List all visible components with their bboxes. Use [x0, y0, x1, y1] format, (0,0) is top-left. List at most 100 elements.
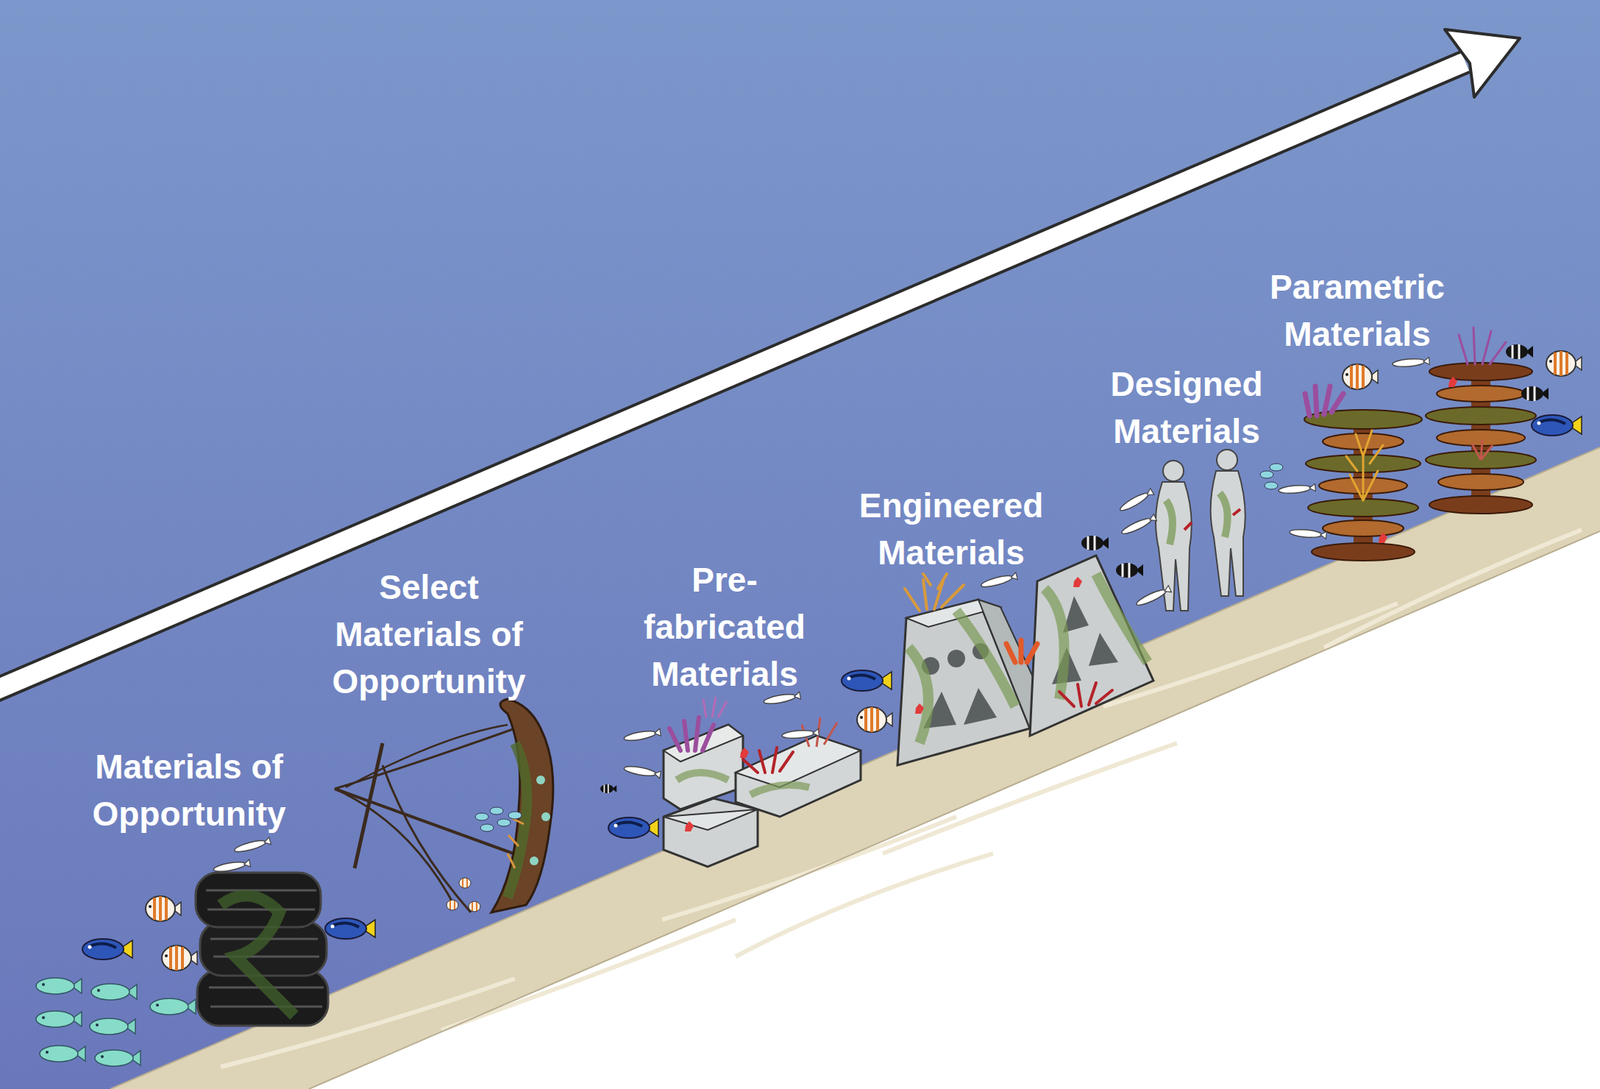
engineered-blocks-part: [963, 687, 997, 725]
parametric-columns-part: [1436, 385, 1525, 402]
parametric-columns-part: [1429, 362, 1533, 381]
shipwreck-part: [529, 856, 539, 866]
parametric-columns-part: [1425, 406, 1536, 425]
fish-part: [489, 806, 504, 815]
fish-part: [1115, 562, 1144, 578]
fish-part: [150, 998, 196, 1015]
parametric-columns-part: [1311, 542, 1415, 561]
parametric-columns-part: [1346, 430, 1383, 501]
tire-stack: [195, 872, 329, 1026]
fish-part: [36, 1010, 82, 1027]
fish-part: [608, 817, 659, 838]
fish-part: [36, 977, 82, 994]
fish-part: [1546, 350, 1582, 376]
prefabricated-blocks-part: [740, 747, 749, 758]
fish-part: [212, 859, 251, 874]
prefabricated-blocks: [663, 696, 861, 867]
fish-part: [841, 670, 892, 691]
seabed-part: [308, 531, 1600, 1089]
stage-label: Select Materials of Opportunity: [318, 563, 540, 705]
shipwreck: [334, 698, 554, 913]
seabed-part: [308, 531, 1600, 1089]
parametric-columns-part: [1448, 376, 1458, 387]
shipwreck-part: [507, 742, 527, 898]
prefabricated-blocks-part: [703, 696, 727, 718]
fish-part: [446, 899, 459, 910]
fish-part: [497, 818, 511, 827]
seabed-part: [110, 447, 1600, 1089]
engineered-blocks-part: [947, 649, 966, 668]
fish-part: [1260, 470, 1274, 479]
parametric-columns-part: [1436, 429, 1525, 446]
prefabricated-blocks-part: [663, 809, 758, 830]
fish-part: [1120, 514, 1158, 537]
fish-part: [1505, 344, 1534, 359]
fish-part: [1521, 386, 1549, 401]
fish-part: [233, 837, 271, 855]
prefabricated-blocks-part: [676, 772, 810, 795]
stage-label: Engineered Materials: [844, 481, 1058, 576]
shipwreck-part: [354, 742, 383, 869]
parametric-columns: [1304, 327, 1536, 561]
fish-part: [325, 918, 376, 939]
fish-part: [600, 784, 617, 794]
fish-part: [781, 729, 820, 740]
fish-part: [475, 812, 489, 821]
prefabricated-blocks-part: [735, 735, 861, 817]
fish-part: [94, 1049, 141, 1066]
parametric-columns-part: [1472, 439, 1493, 460]
tire-stack-part: [200, 921, 327, 976]
shipwreck-part: [491, 698, 554, 913]
fish-part: [1289, 528, 1328, 539]
engineered-blocks-part: [1059, 682, 1113, 707]
parametric-columns-part: [1322, 433, 1404, 450]
prefabricated-blocks-part: [742, 747, 794, 773]
fish-part: [1531, 414, 1582, 436]
fish-part: [1278, 484, 1317, 495]
fish-part: [1342, 364, 1378, 390]
fish: [36, 344, 1582, 1066]
fish-part: [762, 691, 801, 706]
fish-part: [480, 823, 494, 832]
fish-part: [89, 1018, 136, 1035]
stage-label: Designed Materials: [1090, 360, 1283, 455]
engineered-blocks-part: [1073, 576, 1083, 588]
fish-part: [39, 1045, 86, 1062]
fish-part: [1118, 488, 1154, 514]
fish-part: [508, 811, 522, 819]
seabed: [110, 447, 1600, 1089]
fish-part: [91, 983, 137, 1000]
statues-part: [1165, 492, 1228, 545]
progress-arrow-part: [1444, 29, 1520, 98]
shipwreck-part: [507, 818, 524, 869]
prefabricated-blocks-part: [669, 717, 714, 751]
parametric-columns-part: [1307, 498, 1419, 517]
shipwreck-part: [536, 775, 546, 785]
fish-part: [857, 706, 893, 732]
fish-part: [468, 901, 481, 912]
stage-label: Parametric Materials: [1254, 263, 1461, 358]
fish-part: [1269, 463, 1283, 471]
shipwreck-part: [382, 765, 471, 913]
parametric-columns-part: [1429, 495, 1533, 514]
engineered-blocks-part: [908, 573, 1148, 743]
fish-part: [1135, 585, 1172, 608]
seabed-part: [110, 447, 1600, 1089]
shipwreck-part: [345, 724, 508, 788]
parametric-columns-part: [1458, 327, 1506, 365]
prefabricated-blocks-part: [735, 735, 861, 788]
parametric-columns-part: [1438, 473, 1524, 490]
engineered-blocks: [897, 555, 1154, 766]
fish-part: [459, 877, 471, 888]
parametric-columns-part: [1322, 520, 1404, 537]
fish-part: [145, 896, 181, 922]
engineered-blocks-part: [1088, 632, 1119, 666]
fish-part: [1392, 357, 1431, 368]
fish-part: [979, 572, 1018, 590]
fish-part: [1081, 535, 1109, 551]
shipwreck-part: [541, 812, 551, 821]
engineered-blocks-part: [1006, 640, 1038, 663]
